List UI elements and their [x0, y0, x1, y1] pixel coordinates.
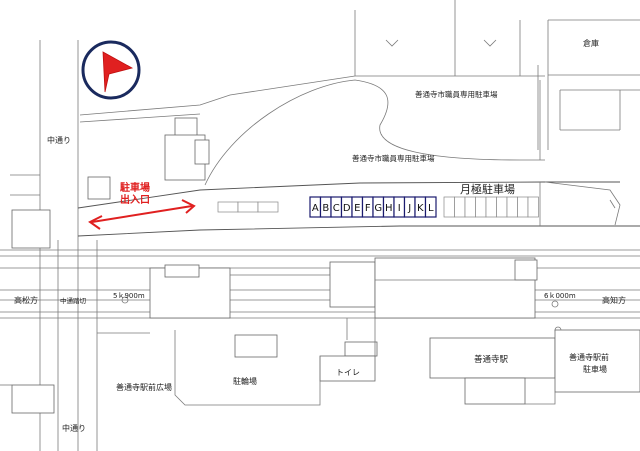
parking-slot-label: E [354, 203, 360, 214]
staff-parking-slots [217, 201, 279, 213]
monthly-parking-extra-spots [443, 196, 539, 218]
station-structures [149, 257, 640, 405]
station-square-label: 善通寺駅前広場 [116, 382, 172, 392]
parking-slot-label: D [343, 203, 351, 214]
top-boundaries [354, 0, 640, 150]
staff-parking-outline [79, 75, 545, 186]
parking-slot-label: C [333, 203, 340, 214]
naka-dori-bottom-label: 中通り [62, 423, 86, 433]
parking-spot [517, 196, 529, 218]
parking-spot [496, 196, 508, 218]
compass-arrow-icon [81, 40, 141, 100]
parking-slot-label: K [417, 203, 424, 214]
parking-spot [527, 196, 539, 218]
bicycle-parking-label: 駐輪場 [233, 376, 257, 386]
parking-spot [506, 196, 518, 218]
parking-spot [454, 196, 466, 218]
station-front-parking-label-2: 駐車場 [583, 364, 607, 374]
naka-dori-top-label: 中通り [47, 135, 71, 145]
km-5900-label: 5ｋ900m [113, 292, 145, 300]
parking-spot [475, 196, 487, 218]
toilet-label: トイレ [336, 368, 360, 377]
parking-slot-label: B [322, 203, 329, 214]
access-road [77, 181, 640, 237]
parking-slot-label: I [398, 203, 401, 214]
entrance-buildings [11, 117, 210, 249]
crossing-label: 中通踏切 [60, 296, 87, 305]
station-front-parking-label-1: 善通寺駅前 [569, 352, 609, 362]
entrance-label-line2: 出入口 [120, 193, 150, 206]
parking-slot-label: J [407, 203, 411, 214]
parking-slot-l [424, 196, 437, 218]
parking-slot-label: F [365, 203, 371, 214]
station-label: 善通寺駅 [474, 354, 509, 365]
entrance-label-line1: 駐車場 [120, 181, 150, 194]
warehouse-label: 倉庫 [583, 38, 599, 48]
km-6000-label: 6ｋ000m [544, 292, 576, 300]
staff-parking-label-2: 善通寺市職員専用駐車場 [352, 153, 435, 163]
parking-slot-label: H [385, 203, 393, 214]
parking-slot-label: G [374, 203, 382, 214]
parking-spot [485, 196, 497, 218]
parking-slot-label: L [428, 203, 434, 214]
parking-slot-label: A [312, 203, 319, 214]
double-arrow-icon [88, 199, 196, 230]
parking-spot [443, 196, 455, 218]
staff-parking-label-1: 善通寺市職員専用駐車場 [415, 89, 498, 99]
lower-boundaries [0, 330, 321, 414]
kochi-label: 高知方 [602, 295, 626, 305]
takamatsu-label: 高松方 [14, 295, 38, 305]
parking-spot [464, 196, 476, 218]
monthly-parking-label: 月極駐車場 [460, 182, 515, 196]
